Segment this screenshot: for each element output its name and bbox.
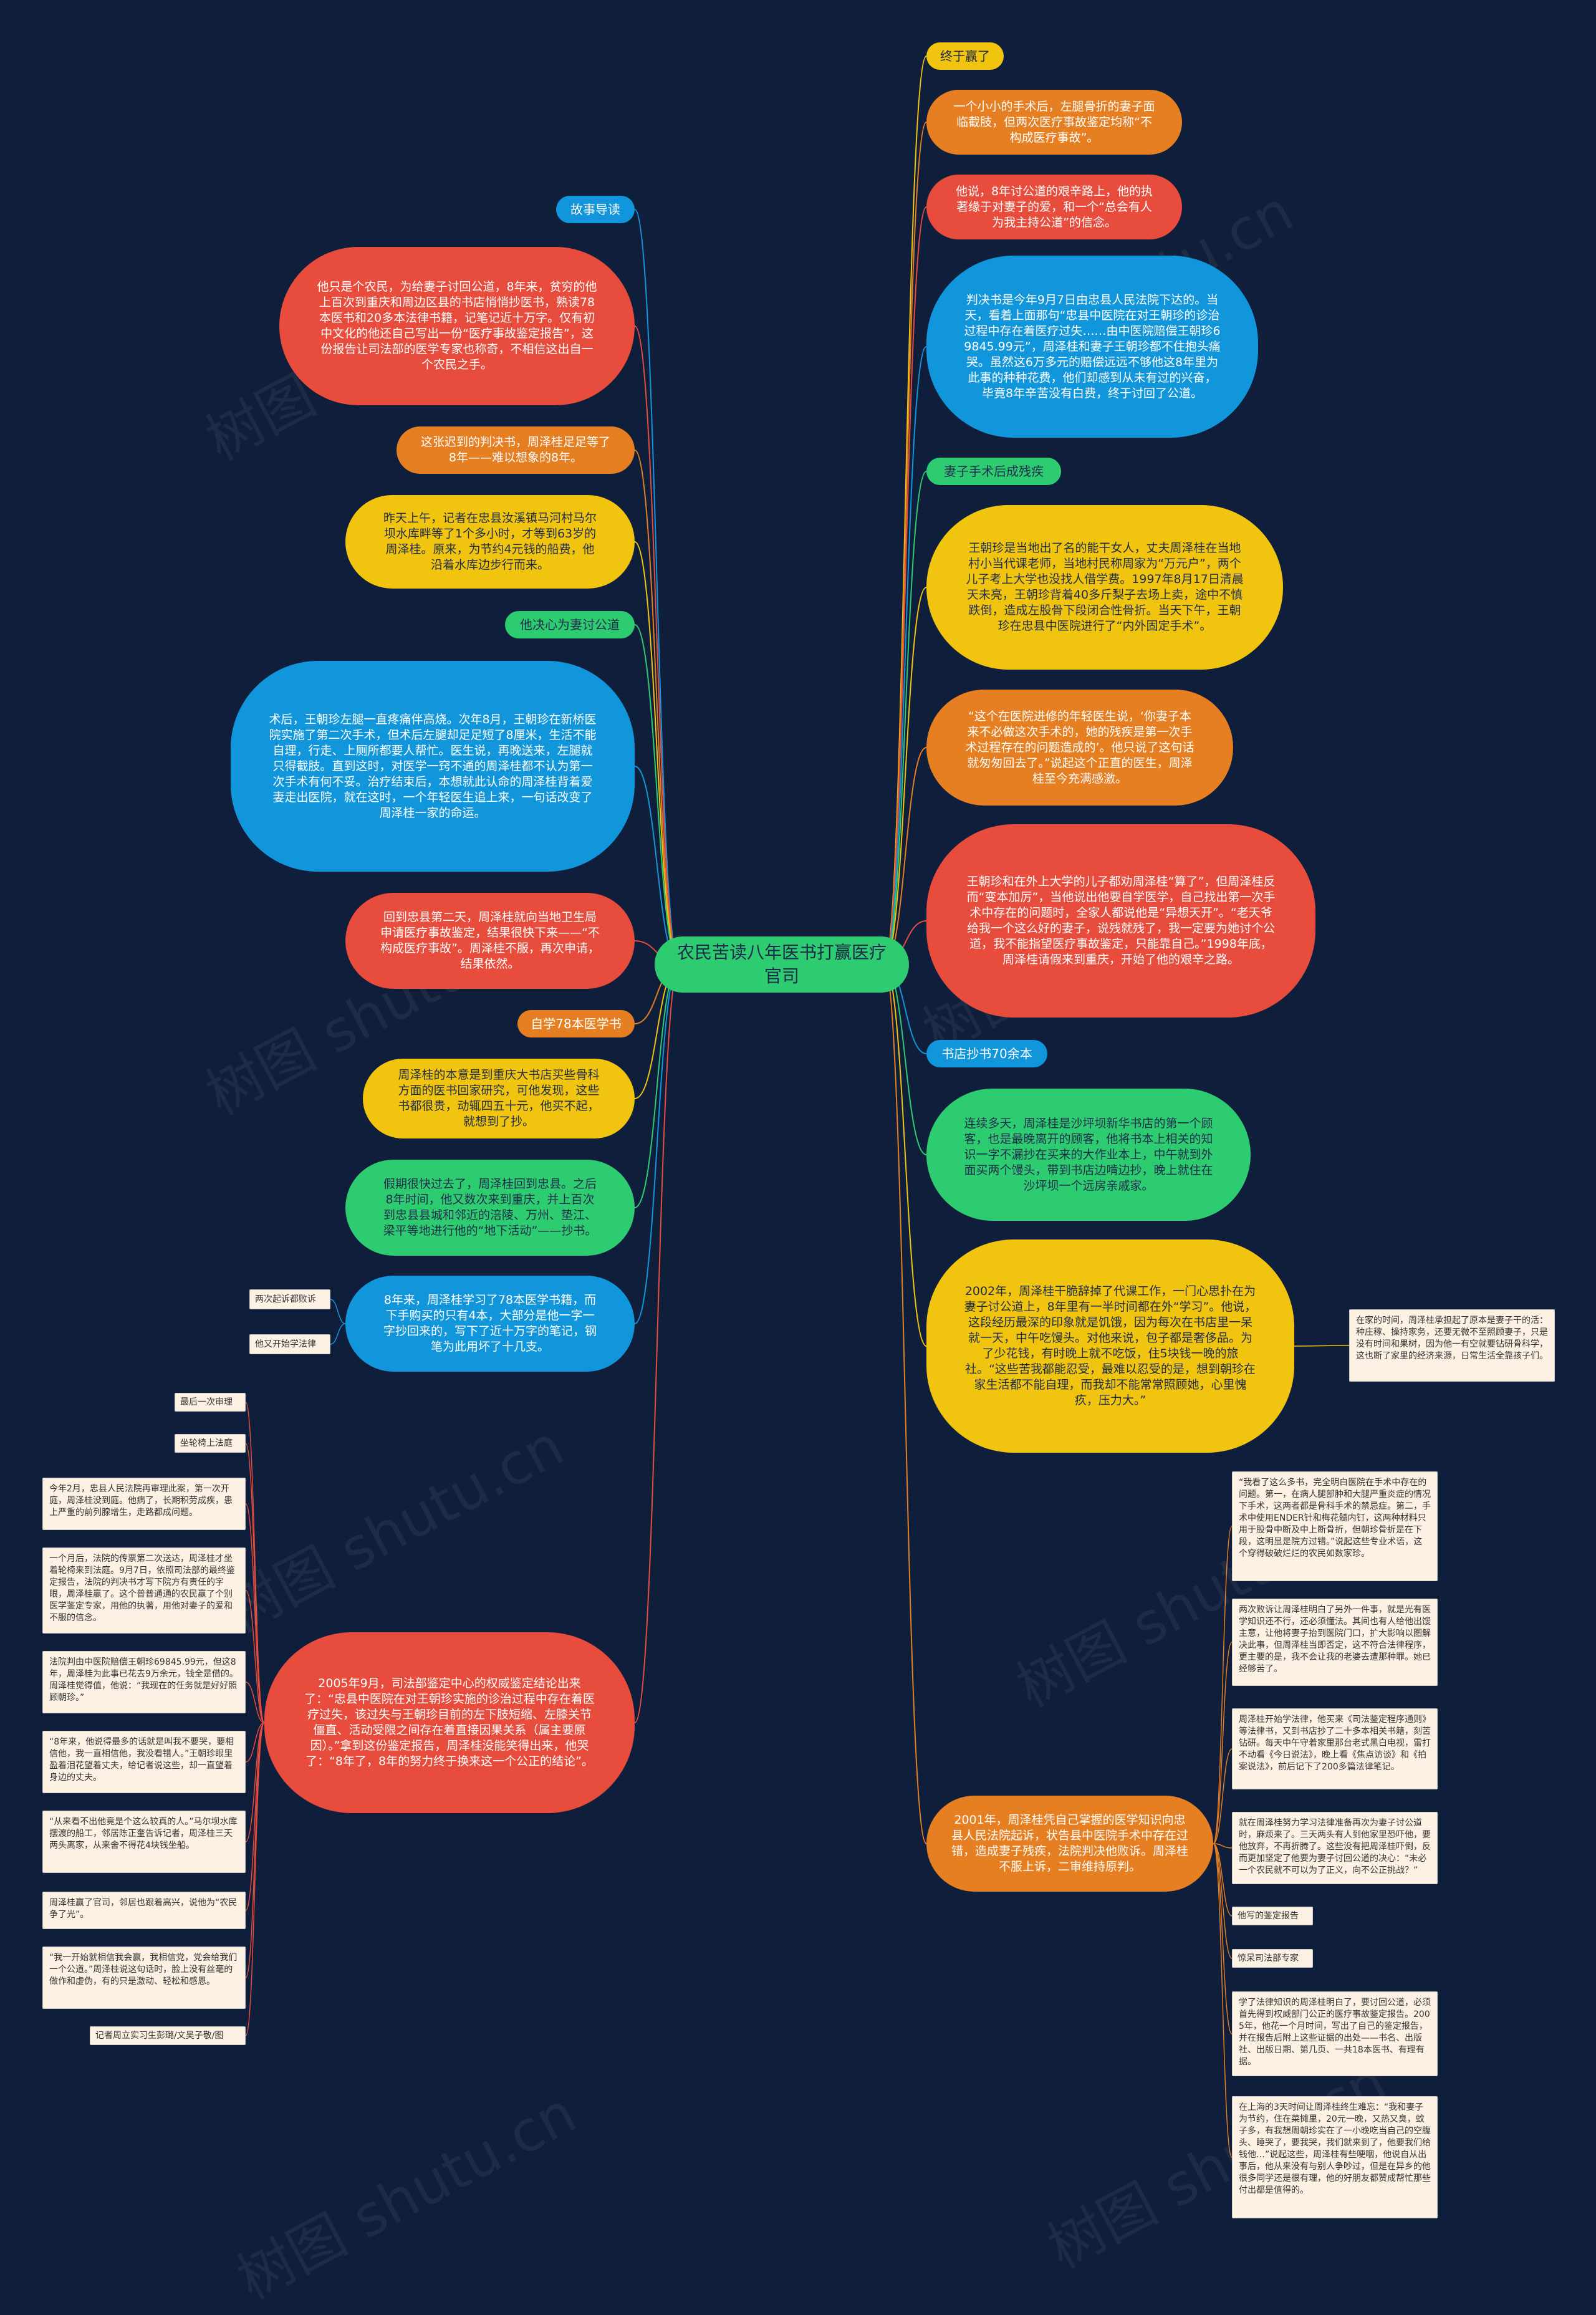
note-his-report: 他写的鉴定报告 [1232, 1907, 1313, 1925]
topic-ministry-appraisal[interactable]: 2005年9月，司法部鉴定中心的权威鉴定结论出来了：“忠县中医院在对王朝珍实施的… [264, 1632, 635, 1813]
topic-label-wife-disabled[interactable]: 妻子手术后成残疾 [926, 458, 1061, 485]
topic-label-story-intro[interactable]: 故事导读 [556, 196, 635, 223]
note-wrote-report: 学了法律知识的周泽桂明白了，要讨回公道，必须首先得到权威部门公正的医疗事故鉴定报… [1232, 1991, 1438, 2076]
topic-second-surgery[interactable]: 术后，王朝珍左腿一直疼痛伴高烧。次年8月，王朝珍在新桥医院实施了第二次手术，但术… [231, 661, 635, 872]
note-experts-shocked: 惊呆司法部专家 [1232, 1949, 1313, 1968]
note-faith: “我一开始就相信我会赢，我相信党，党会给我们一个公道。”周泽桂说这句话时，脸上没… [42, 1947, 246, 2009]
note-wife-words: “8年来，他说得最多的话就是叫我不要哭，要相信他，我一直相信他，我没看错人。”王… [42, 1731, 246, 1793]
note-final-trial: 最后一次审理 [175, 1393, 246, 1412]
note-study-law: 周泽桂开始学法律，他买来《司法鉴定程序通则》等法律书，又到书店抄了二十多本相关书… [1232, 1708, 1438, 1789]
topic-quit-job[interactable]: 2002年，周泽桂干脆辞掉了代课工作，一门心思扑在为妻子讨公道上，8年里有一半时… [926, 1239, 1294, 1453]
note-threats: 就在周泽桂努力学习法律准备再次为妻子讨公道时，麻烦来了。三天两头有人到他家里恐吓… [1232, 1812, 1438, 1884]
note-won-case: 一个月后，法院的传票第二次送达，周泽桂才坐着轮椅来到法庭。9月7日，依照司法部的… [42, 1547, 246, 1634]
topic-label-he-decided[interactable]: 他决心为妻讨公道 [505, 611, 635, 638]
topic-interview[interactable]: 昨天上午，记者在忠县汝溪镇马河村马尔坝水库畔等了1个多小时，才等到63岁的周泽桂… [345, 495, 635, 589]
topic-verdict[interactable]: 判决书是今年9月7日由忠县人民法院下达的。当天，看着上面那句“忠县中医院在对王朝… [926, 256, 1258, 438]
topic-first-lawsuit[interactable]: 2001年，周泽桂凭自己掌握的医学知识向忠县人民法院起诉，状告县中医院手术中存在… [926, 1796, 1213, 1892]
topic-expensive-books[interactable]: 周泽桂的本意是到重庆大书店买些骨科方面的医书回家研究，可他发现，这些书都很贵，动… [363, 1059, 635, 1138]
note-compensation: 法院判由中医院赔偿王朝珍69845.99元，但这8年，周泽桂为此事已花去9万余元… [42, 1651, 246, 1713]
note-byline: 记者周立实习生彭璐/文吴子敬/图 [90, 2026, 246, 2045]
note-medical-analysis: “我看了这么多书，完全明白医院在手术中存在的问题。第一，在病人腿部肿和大腿严重炎… [1232, 1471, 1438, 1581]
topic-persistence[interactable]: 他说，8年讨公道的艰辛路上，他的执著缘于对妻子的爱，和一个“总会有人为我主持公道… [926, 175, 1182, 239]
note-study-law-label: 他又开始学法律 [249, 1334, 330, 1354]
topic-bookstore[interactable]: 连续多天，周泽桂是沙坪坝新华书店的第一个顾客，也是最晚离开的顾客，他将书本上相关… [926, 1089, 1251, 1221]
note-home-life: 在家的时间，周泽桂承担起了原本是妻子干的活：种庄稼、操持家务，还要无微不至照顾妻… [1349, 1309, 1555, 1382]
topic-eight-years-study[interactable]: 8年来，周泽桂学习了78本医学书籍，而下手购买的只有4本，大部分是他一字一字抄回… [345, 1276, 635, 1372]
topic-amputation-risk[interactable]: 一个小小的手术后，左腿骨折的妻子面临截肢，但两次医疗事故鉴定均称“不构成医疗事故… [926, 90, 1182, 155]
topic-family-advice[interactable]: 王朝珍和在外上大学的儿子都劝周泽桂“算了”，但周泽桂反而“变本加厉”，当他说出他… [926, 824, 1315, 1018]
note-retrial: 今年2月，忠县人民法院再审理此案，第一次开庭，周泽桂没到庭。他病了，长期积劳成疾… [42, 1478, 246, 1530]
root-topic[interactable]: 农民苦读八年医书打赢医疗官司 [655, 936, 909, 993]
note-neighbor: “从来看不出他竟是个这么较真的人。”马尔坝水库摆渡的船工，邻居陈正奎告诉记者，周… [42, 1811, 246, 1873]
topic-appraisal-request[interactable]: 回到忠县第二天，周泽桂就向当地卫生局申请医疗事故鉴定，结果很快下来——“不构成医… [345, 893, 635, 989]
topic-late-verdict[interactable]: 这张迟到的判决书，周泽桂足足等了8年——难以想象的8年。 [397, 426, 635, 474]
topic-underground-activity[interactable]: 假期很快过去了，周泽桂回到忠县。之后8年时间，他又数次来到重庆，并上百次到忠县县… [345, 1160, 635, 1256]
topic-young-doctor[interactable]: “这个在医院进修的年轻医生说，‘你妻子本来不必做这次手术的，她的残疾是第一次手术… [926, 690, 1233, 806]
topic-label-self-study[interactable]: 自学78本医学书 [517, 1010, 635, 1037]
topic-farmer-intro[interactable]: 他只是个农民，为给妻子讨回公道，8年来，贫穷的他上百次到重庆和周边区县的书店悄悄… [279, 247, 635, 405]
topic-final-win[interactable]: 终于赢了 [926, 42, 1004, 70]
topic-wife-background[interactable]: 王朝珍是当地出了名的能干女人，丈夫周泽桂在当地村小当代课老师，当地村民称周家为“… [926, 505, 1283, 670]
note-shanghai-days: 在上海的3天时间让周泽桂终生难忘：“我和妻子为节约，住在菜摊里，20元一晚，又热… [1232, 2096, 1438, 2218]
note-wheelchair: 坐轮椅上法庭 [175, 1434, 246, 1453]
topic-label-copy-books[interactable]: 书店抄书70余本 [926, 1040, 1047, 1067]
note-village-pride: 周泽桂赢了官司，邻居也跟着高兴，说他为“农民争了光”。 [42, 1892, 246, 1929]
note-two-losses: 两次起诉都败诉 [249, 1289, 330, 1309]
note-legal-knowledge: 两次败诉让周泽桂明白了另外一件事，就是光有医学知识还不行，还必须懂法。其间也有人… [1232, 1599, 1438, 1686]
